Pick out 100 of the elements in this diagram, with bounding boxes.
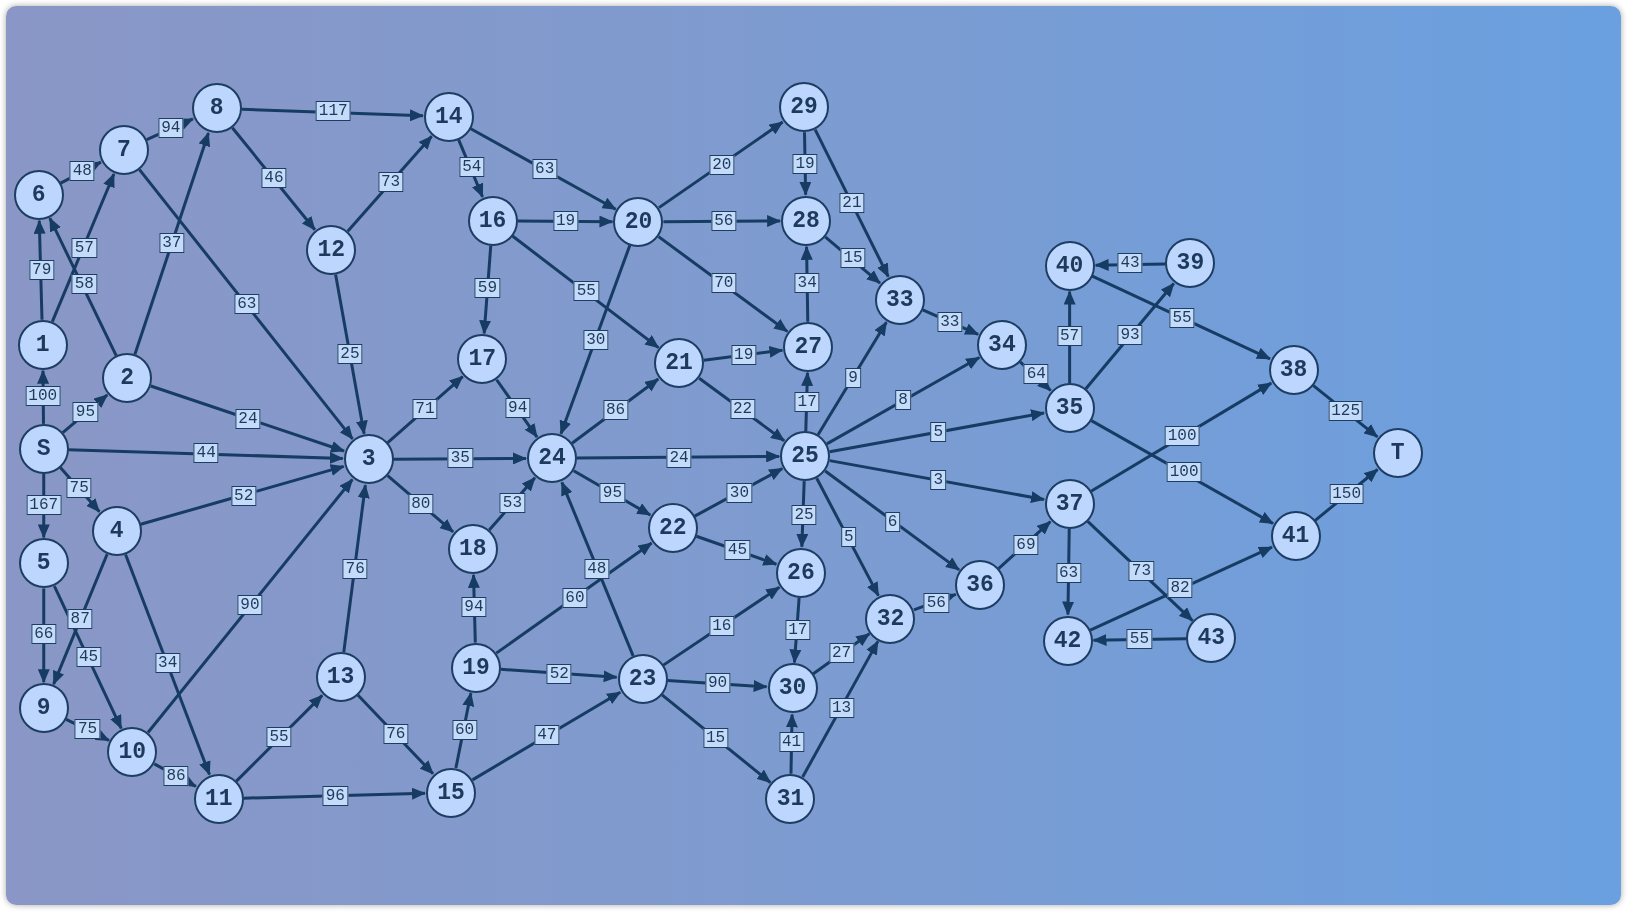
- edge-label: 76: [383, 724, 409, 745]
- arrow: [138, 168, 354, 440]
- edge-label: 19: [731, 345, 757, 366]
- node-label: 28: [792, 207, 820, 234]
- edge-label: 5: [930, 422, 947, 443]
- edge-label: 100: [1164, 426, 1200, 447]
- edge-label: 59: [474, 278, 500, 299]
- edge-label: 69: [1013, 534, 1039, 555]
- node-label: S: [36, 435, 51, 462]
- edge-label: 25: [337, 344, 363, 365]
- node-label: 11: [204, 785, 233, 812]
- node-label: 22: [659, 515, 687, 542]
- edge-label: 86: [602, 400, 629, 421]
- edge-label: 21: [839, 193, 865, 214]
- edge-label: 100: [1166, 461, 1202, 482]
- edge-label: 16: [709, 615, 735, 636]
- edge-label: 9: [845, 368, 861, 389]
- edge-label: 56: [711, 210, 737, 231]
- arrow: [816, 321, 888, 436]
- node-label: 32: [876, 605, 905, 632]
- edge-label: 45: [75, 647, 102, 668]
- edge-label: 75: [66, 478, 92, 499]
- edge-label: 125: [1328, 401, 1363, 422]
- node-label: 3: [361, 446, 376, 473]
- node-label: 42: [1053, 627, 1082, 654]
- edge-label: 57: [71, 237, 97, 258]
- edge-label: 95: [599, 482, 625, 503]
- edge-label: 15: [840, 248, 866, 269]
- edge-label: 30: [583, 329, 609, 350]
- edge-label: 150: [1329, 483, 1365, 504]
- arrow: [124, 554, 211, 776]
- edge-label: 24: [235, 408, 261, 429]
- edge-label: 58: [71, 274, 97, 295]
- edge-label: 35: [447, 448, 473, 469]
- edge-label: 22: [730, 399, 756, 420]
- edge-label: 55: [1169, 307, 1195, 328]
- edge-label: 5: [841, 527, 857, 548]
- node-label: 29: [790, 94, 818, 121]
- node-label: 2: [120, 365, 134, 392]
- node-label: 27: [794, 333, 822, 360]
- node-label: 23: [628, 666, 657, 693]
- edge-label: 48: [69, 160, 95, 181]
- arrow: [1089, 545, 1273, 632]
- edge-label: 19: [792, 153, 818, 174]
- edge-label: 25: [791, 504, 817, 525]
- edge-label: 45: [724, 539, 750, 560]
- node-label: 25: [791, 443, 819, 470]
- arrow: [559, 244, 632, 435]
- edge-label: 44: [193, 443, 219, 464]
- node-label: 36: [966, 572, 994, 599]
- edge-label: 37: [159, 232, 185, 253]
- node-label: 18: [459, 535, 487, 562]
- node-label: 9: [36, 695, 51, 722]
- arrow: [824, 469, 960, 572]
- edge-label: 52: [231, 485, 257, 506]
- edge-label: 90: [237, 595, 263, 616]
- edge-label: 60: [451, 720, 478, 741]
- arrow: [334, 274, 368, 435]
- node-label: 41: [1281, 523, 1310, 550]
- node-label: 21: [665, 350, 693, 377]
- arrow: [52, 553, 109, 686]
- edge-label: 55: [1126, 629, 1152, 650]
- edge-label: 71: [412, 399, 438, 420]
- node-label: 24: [538, 445, 566, 472]
- arrow: [560, 481, 635, 657]
- node-label: 15: [437, 779, 465, 806]
- edge-label: 66: [31, 624, 57, 645]
- edge-label: 15: [702, 728, 729, 749]
- edge-label: 43: [1117, 253, 1143, 274]
- node-label: 33: [886, 286, 914, 313]
- arrow: [146, 478, 354, 734]
- edge-label: 56: [923, 593, 949, 613]
- edge-label: 60: [562, 587, 588, 608]
- edge-label: 55: [266, 727, 292, 748]
- arrow: [829, 459, 1045, 504]
- arrow: [50, 173, 116, 323]
- edge-label: 100: [25, 385, 61, 406]
- arrow: [815, 477, 880, 597]
- edge-label: 27: [828, 643, 855, 663]
- edge-label: 52: [546, 663, 572, 684]
- edge-label: 48: [584, 558, 610, 579]
- node-label: T: [1390, 440, 1405, 467]
- edge-label: 73: [377, 172, 404, 193]
- edge-label: 70: [711, 273, 737, 294]
- arrow: [829, 409, 1045, 454]
- edge-label: 3: [930, 470, 947, 491]
- node-label: 37: [1055, 491, 1084, 518]
- edge-label: 117: [315, 101, 351, 122]
- node-label: 5: [36, 550, 51, 577]
- edge-label: 13: [828, 698, 855, 719]
- node-label: 19: [462, 654, 490, 681]
- node-label: 17: [468, 346, 496, 373]
- edge-label: 87: [67, 608, 93, 629]
- edge-label: 79: [29, 259, 55, 280]
- node-label: 12: [317, 236, 345, 263]
- edge-label: 94: [461, 597, 487, 618]
- edge-label: 30: [726, 482, 753, 503]
- node-label: 13: [326, 663, 355, 690]
- edge-label: 8: [895, 389, 911, 410]
- node-label: 7: [117, 136, 131, 163]
